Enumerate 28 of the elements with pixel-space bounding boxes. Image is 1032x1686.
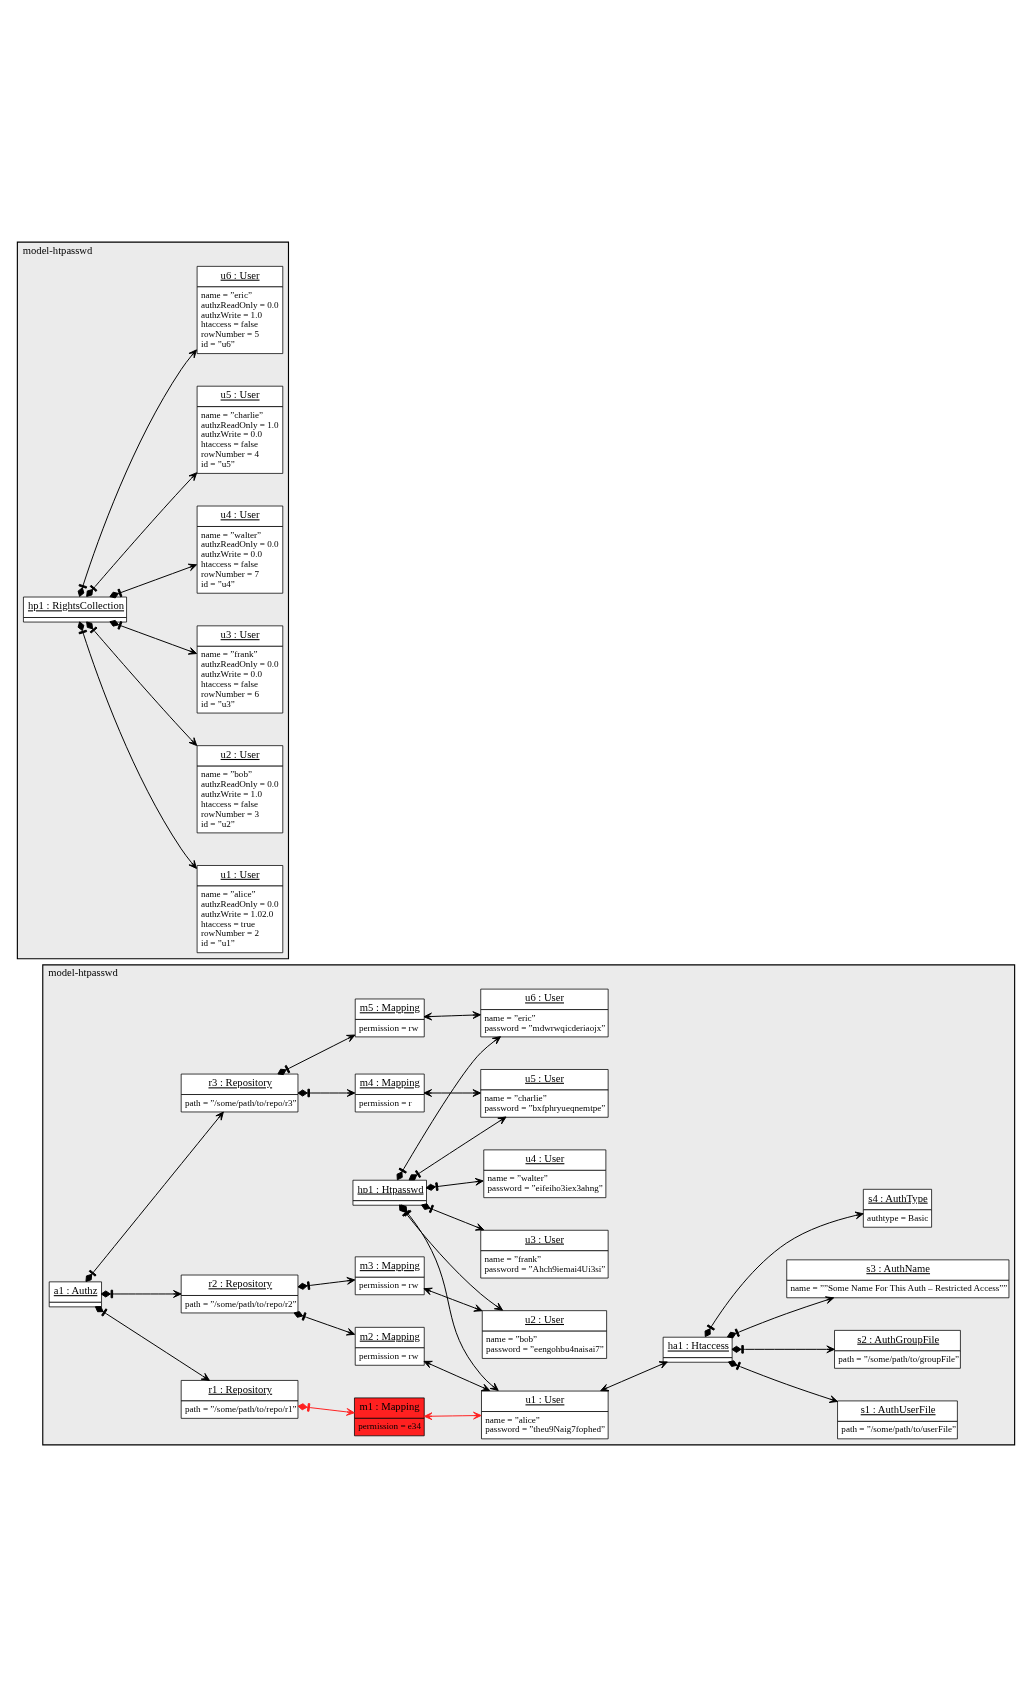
arrow — [421, 1202, 485, 1231]
arrow — [297, 1276, 356, 1290]
arrow — [297, 1088, 356, 1097]
arrow — [109, 563, 198, 598]
arrow — [86, 471, 198, 597]
arrow — [277, 1034, 356, 1075]
arrow — [600, 1360, 668, 1391]
arrow — [100, 1289, 182, 1298]
arrow — [94, 1305, 210, 1381]
arrow — [726, 1295, 835, 1338]
arrow — [728, 1359, 838, 1403]
arrow — [396, 1035, 501, 1180]
arrow — [423, 1010, 481, 1020]
arrow — [423, 1287, 483, 1312]
arrow — [704, 1211, 864, 1337]
arrow — [408, 1115, 507, 1180]
arrow — [423, 1411, 482, 1420]
arrow — [85, 1111, 224, 1282]
arrow — [297, 1402, 355, 1416]
arrow — [425, 1177, 484, 1191]
arrow — [77, 348, 197, 597]
arrow — [423, 1088, 481, 1097]
arrow — [731, 1344, 835, 1354]
arrow — [86, 620, 198, 746]
arrow — [293, 1310, 356, 1335]
arrow — [109, 619, 198, 655]
arrow — [423, 1360, 491, 1391]
arrow — [77, 620, 197, 869]
